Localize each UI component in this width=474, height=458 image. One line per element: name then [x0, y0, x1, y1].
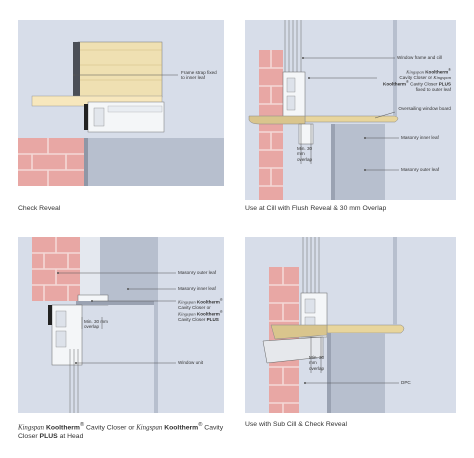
- callout-min-overlap: Min. 30 mm overlap: [84, 319, 108, 330]
- cavity-closer: [298, 123, 314, 145]
- sub-cill: [262, 336, 324, 364]
- callout-cavity-closer: Kingspan Kooltherm® Cavity Closer or Kin…: [383, 68, 451, 93]
- masonry-inner: [331, 333, 385, 413]
- external-cill: [248, 115, 306, 125]
- caption-check-reveal: Check Reveal: [18, 205, 61, 212]
- diagram-sub-cill: [262, 237, 405, 413]
- brick-outer-leaf: [259, 50, 283, 200]
- callout-masonry-inner: Masonry inner leaf: [178, 286, 216, 291]
- diagram-check-reveal: [18, 41, 224, 186]
- callout-masonry-inner: Masonry inner leaf: [401, 135, 439, 140]
- timber-lining: [77, 41, 163, 98]
- masonry-inner: [335, 124, 385, 200]
- caption-closer-at-head: Kingspan Kooltherm® Cavity Closer or Kin…: [18, 422, 224, 440]
- masonry-inner: [88, 138, 224, 186]
- masonry-inner: [100, 237, 154, 301]
- brick-outer-leaf: [32, 237, 80, 301]
- panel-closer-at-head: Masonry outer leaf Masonry inner leaf Ki…: [18, 237, 224, 413]
- panel-cill-flush-reveal: Window frame and cill Kingspan Kooltherm…: [245, 20, 456, 200]
- diagram-cill-flush-reveal: [248, 20, 399, 200]
- brick-outer-leaf: [18, 138, 84, 186]
- callout-cavity-closer: Kingspan Kooltherm® Cavity Closer or Kin…: [178, 298, 223, 323]
- window-board: [326, 324, 405, 334]
- callout-min-overlap: Min. 30 mm overlap: [297, 146, 313, 162]
- callout-oversailing-board: Oversailing window board: [398, 106, 451, 111]
- panel-check-reveal: Frame strap fixed to inner leaf: [18, 20, 224, 186]
- frame-seal: [84, 104, 88, 130]
- caption-cill-flush-reveal: Use at Cill with Flush Reveal & 30 mm Ov…: [245, 205, 387, 212]
- callout-frame-strap: Frame strap fixed to inner leaf: [181, 70, 217, 81]
- callout-window-unit: Window unit: [178, 360, 204, 365]
- panel-sub-cill: Min. 30 mm overlap DPC: [245, 237, 456, 413]
- window-board: [304, 115, 399, 123]
- callout-window-frame: Window frame and cill: [397, 55, 442, 60]
- callout-masonry-outer: Masonry outer leaf: [178, 270, 217, 275]
- caption-sub-cill: Use with Sub Cill & Check Reveal: [245, 421, 347, 428]
- diagram-closer-at-head: [32, 237, 176, 413]
- callout-min-overlap: Min. 30 mm overlap: [309, 355, 325, 371]
- cavity-block: [73, 42, 80, 97]
- callout-masonry-outer: Masonry outer leaf: [401, 167, 440, 172]
- callout-dpc: DPC: [401, 380, 411, 385]
